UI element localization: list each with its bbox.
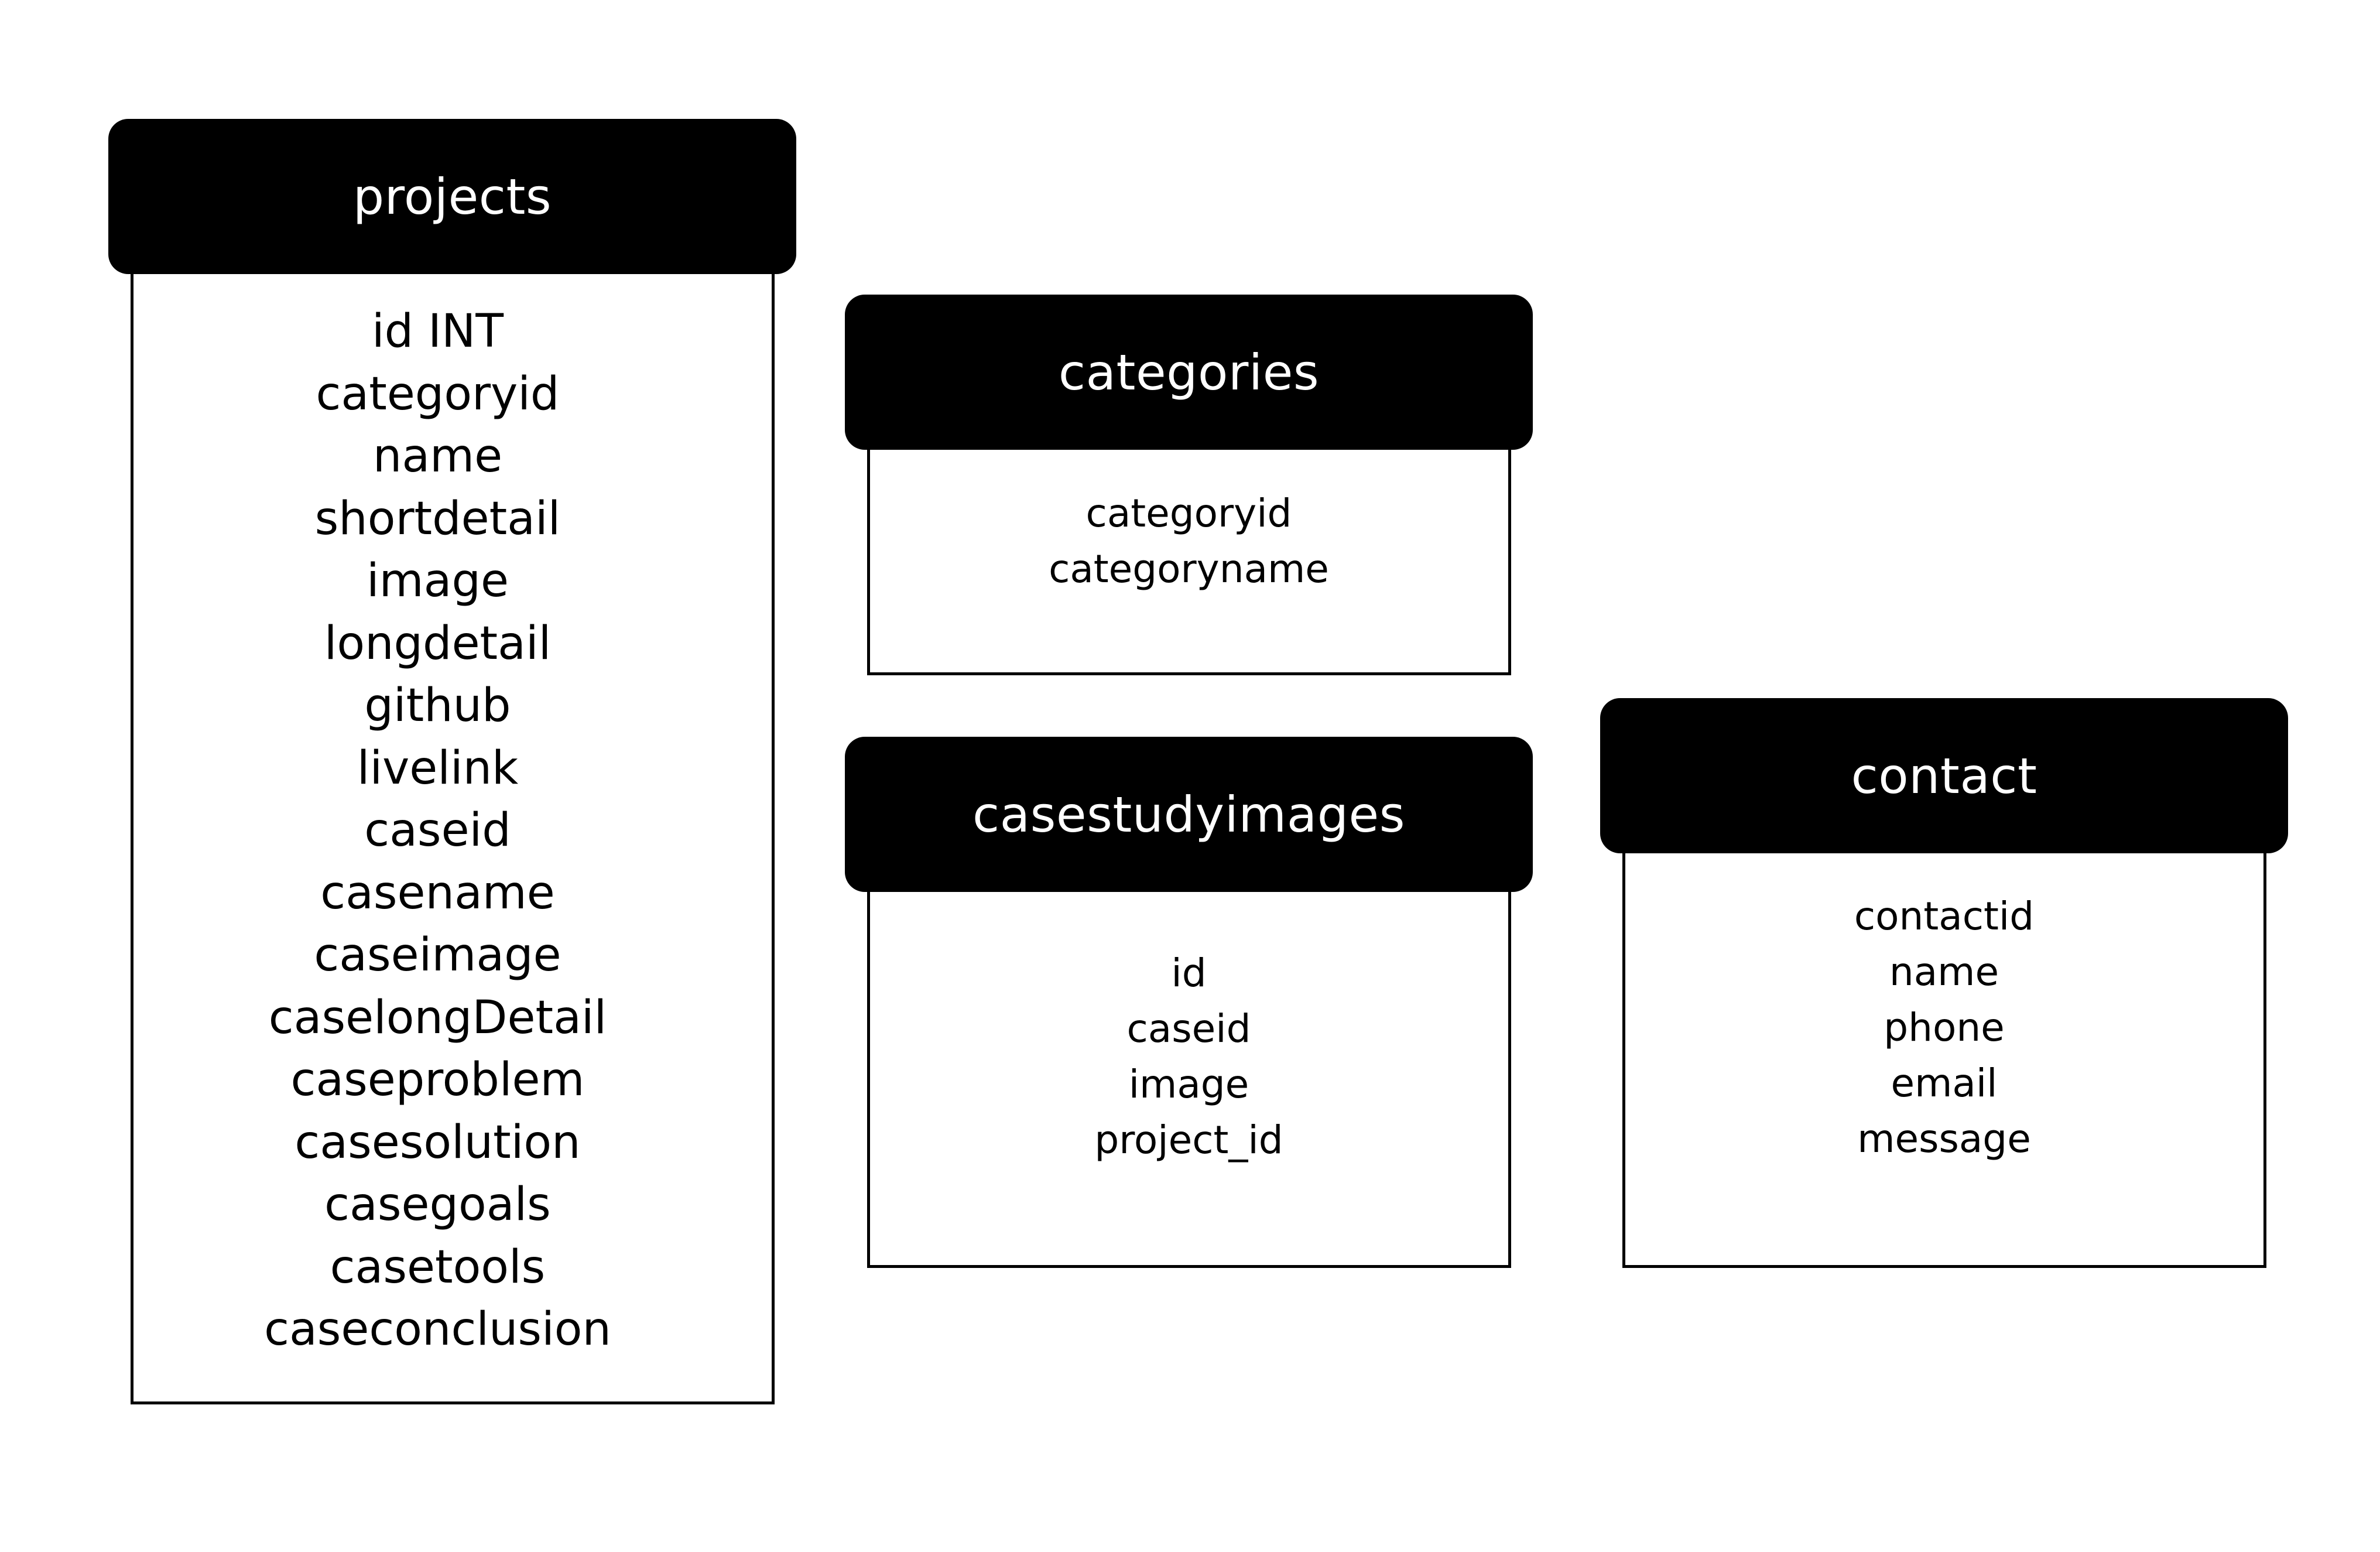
field-row: caseid bbox=[1126, 1006, 1251, 1051]
field-row: id bbox=[1171, 951, 1207, 996]
table-contact-field-list: contactid name phone email message bbox=[1600, 888, 2288, 1167]
field-row: name bbox=[372, 430, 503, 483]
table-categories-header: categories bbox=[845, 295, 1533, 450]
field-row: github bbox=[364, 679, 511, 732]
field-row: categoryid bbox=[316, 367, 560, 421]
table-contact-title: contact bbox=[1851, 747, 2037, 805]
table-casestudyimages-title: casestudyimages bbox=[972, 785, 1405, 843]
field-row: image bbox=[1128, 1062, 1249, 1107]
field-row: name bbox=[1889, 949, 1999, 994]
field-row: caseproblem bbox=[290, 1054, 585, 1106]
field-row: project_id bbox=[1094, 1117, 1283, 1163]
field-row: email bbox=[1891, 1061, 1998, 1106]
table-contact-body bbox=[1622, 847, 2266, 1268]
table-categories-title: categories bbox=[1058, 343, 1320, 401]
field-row: caseid bbox=[364, 804, 511, 857]
field-row: contactid bbox=[1854, 894, 2035, 939]
field-row: casesolution bbox=[294, 1116, 581, 1169]
field-row: livelink bbox=[357, 741, 519, 795]
field-row: categoryid bbox=[1085, 491, 1292, 536]
table-contact: contact contactid name phone email message bbox=[1600, 698, 2288, 1268]
table-categories-field-list: categoryid categoryname bbox=[845, 486, 1533, 597]
table-casestudyimages-field-list: id caseid image project_id bbox=[845, 945, 1533, 1168]
field-row: shortdetail bbox=[314, 492, 561, 545]
table-projects-field-list: id INT categoryid name shortdetail image long… bbox=[108, 300, 796, 1361]
field-row: categoryname bbox=[1049, 546, 1329, 592]
field-row: message bbox=[1857, 1116, 2031, 1161]
field-row: caseconclusion bbox=[264, 1303, 611, 1356]
table-projects-body bbox=[131, 268, 775, 1404]
table-projects: projects id INT categoryid name shortdetail… bbox=[108, 119, 796, 1404]
table-casestudyimages-body bbox=[867, 886, 1511, 1268]
table-casestudyimages-header: casestudyimages bbox=[845, 737, 1533, 892]
table-categories-body bbox=[867, 444, 1511, 675]
table-projects-header: projects bbox=[108, 119, 796, 274]
table-casestudyimages: casestudyimages id caseid image project_id bbox=[845, 737, 1533, 1268]
field-row: casegoals bbox=[324, 1178, 551, 1231]
field-row: longdetail bbox=[324, 617, 552, 670]
field-row: id INT bbox=[372, 305, 504, 358]
field-row: image bbox=[367, 555, 509, 607]
field-row: caselongDetail bbox=[268, 991, 607, 1044]
table-contact-header: contact bbox=[1600, 698, 2288, 853]
table-categories: categories categoryid categoryname bbox=[845, 295, 1533, 675]
field-row: casename bbox=[320, 866, 555, 919]
field-row: casetools bbox=[330, 1240, 546, 1294]
field-row: phone bbox=[1884, 1005, 2005, 1050]
table-projects-title: projects bbox=[352, 167, 552, 225]
field-row: caseimage bbox=[314, 929, 561, 982]
